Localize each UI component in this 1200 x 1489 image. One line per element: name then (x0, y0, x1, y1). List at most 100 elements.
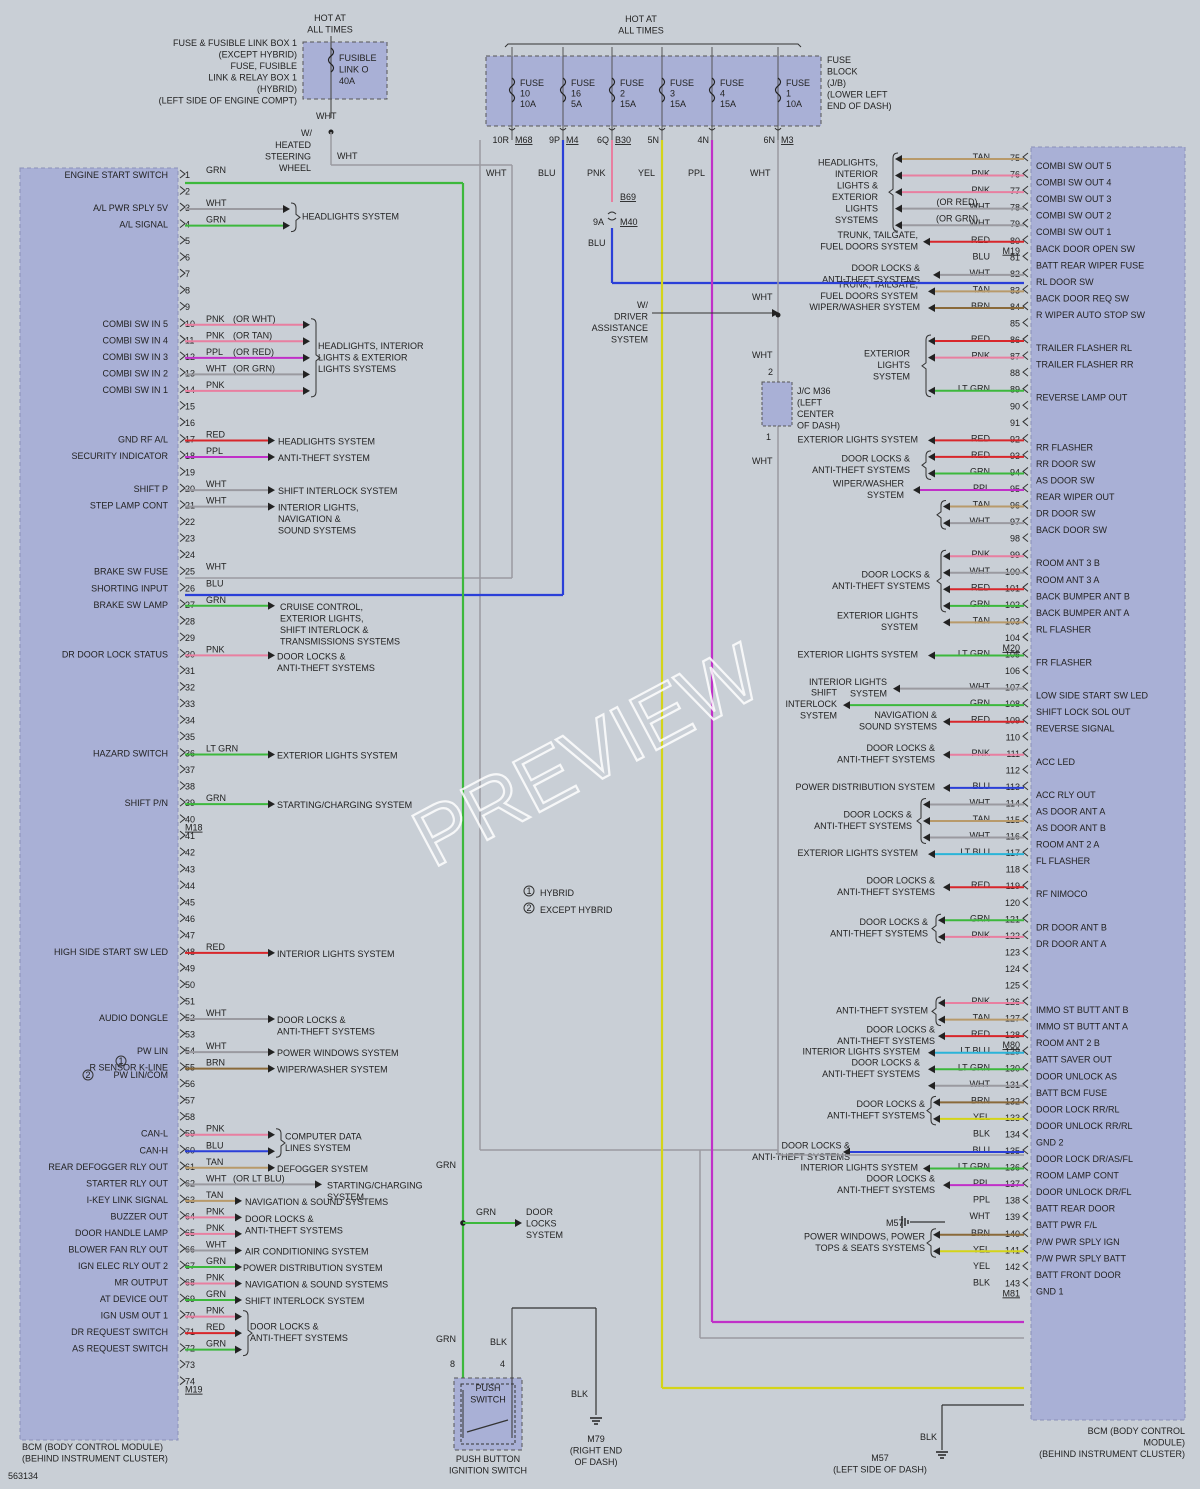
wire-alt-label: (OR WHT) (233, 314, 276, 324)
pin-number: 118 (1006, 865, 1020, 875)
wire-color-label: BRN (971, 301, 990, 311)
wire-color-label: GRN (436, 1334, 456, 1344)
arrow-icon (943, 568, 950, 577)
signal-label: A/L PWR SPLY 5V (93, 203, 168, 213)
connector-chevron-icon (658, 127, 666, 131)
pin-number: 22 (185, 517, 195, 527)
connector-chevron-icon (1022, 864, 1029, 874)
wire-color-label: PNK (971, 748, 990, 758)
wire-color-label: PNK (206, 380, 225, 390)
target-system-label: INTERIOR LIGHTS SYSTEM (277, 949, 395, 959)
wire-color-label: PNK (971, 549, 990, 559)
pin-number: 35 (185, 732, 195, 742)
signal-label: RL DOOR SW (1036, 277, 1094, 287)
connector-chevron-icon (1022, 1112, 1029, 1122)
signal-label: GND RF A/L (118, 434, 168, 444)
signal-label: CAN-L (141, 1129, 168, 1139)
connector-chevron-icon (179, 996, 186, 1005)
wire-color-label: GRN (970, 466, 990, 476)
pin-number: 51 (185, 997, 195, 1007)
arrow-icon (923, 817, 930, 825)
target-system-label: DOOR LOCKS &ANTI-THEFT SYSTEMS (822, 263, 920, 285)
arrow-icon (268, 1015, 275, 1024)
arrow-icon (235, 1196, 242, 1205)
pin-number: 5N (647, 135, 659, 145)
fuse-icon (608, 77, 616, 103)
arrow-icon (928, 287, 935, 296)
signal-label: DOOR UNLOCK DR/FL (1036, 1187, 1132, 1197)
arrow-icon (928, 303, 935, 312)
connector-chevron-icon (1022, 1261, 1029, 1271)
connector-chevron-icon (179, 566, 186, 576)
arrow-icon (928, 1048, 935, 1057)
legend-label: EXCEPT HYBRID (540, 905, 613, 915)
signal-label: RR DOOR SW (1036, 459, 1096, 469)
signal-label: COMBI SW IN 4 (102, 335, 168, 345)
wire-color-label: PPL (206, 446, 223, 456)
wire-color-label: WHT (337, 151, 358, 161)
wire-color-label: GRN (970, 698, 990, 708)
wire-color-label: WHT (752, 350, 773, 360)
connector-chevron-icon (774, 127, 782, 131)
arrow-icon (895, 221, 902, 230)
connector-chevron-icon (179, 1194, 186, 1204)
arrow-icon (928, 1065, 935, 1074)
connector-chevron-icon (179, 615, 186, 625)
wire-color-label: PNK (206, 1206, 225, 1216)
signal-label: GND 2 (1036, 1137, 1064, 1147)
connector-chevron-icon (1022, 467, 1029, 476)
signal-label: DR DOOR LOCK STATUS (62, 649, 168, 659)
target-system-label: DOOR LOCKS &ANTI-THEFT SYSTEMS (837, 1173, 935, 1195)
fuse-icon (658, 77, 666, 103)
arrow-icon (938, 1032, 945, 1041)
signal-label: TRAILER FLASHER RR (1036, 360, 1134, 370)
connector-chevron-icon (1022, 1278, 1029, 1287)
signal-label: DOOR HANDLE LAMP (75, 1228, 168, 1238)
pin-number: 142 (1005, 1262, 1020, 1272)
signal-label: RF NIMOCO (1036, 889, 1088, 899)
wire-color-label: GRN (206, 1256, 226, 1266)
signal-label: DR DOOR ANT B (1036, 922, 1107, 932)
connector-chevron-icon (179, 963, 186, 972)
wire-color-label: RED (971, 450, 991, 460)
connector-chevron-icon (179, 781, 186, 791)
signal-label: ACC RLY OUT (1036, 790, 1096, 800)
connector-chevron-icon (179, 318, 186, 328)
pin-number: 91 (1010, 418, 1020, 428)
connector-chevron-icon (1022, 218, 1029, 228)
arrow-icon (235, 1262, 242, 1271)
signal-label: SHIFT P (134, 484, 168, 494)
connector-chevron-icon (1022, 500, 1029, 509)
connector-chevron-icon (1022, 1029, 1029, 1039)
wire-color-label: TAN (973, 284, 990, 294)
wire-color-label: PNK (971, 185, 990, 195)
signal-label: COMBI SW OUT 4 (1036, 178, 1111, 188)
pin-number: 41 (185, 831, 195, 841)
signal-label: P/W PWR SPLY IGN (1036, 1237, 1120, 1247)
wire-color-label: BLU (972, 251, 990, 261)
connector-chevron-icon (1022, 251, 1029, 261)
wire-color-label: BLK (973, 1277, 990, 1287)
target-system-label: DOOR LOCKS &ANTI-THEFT SYSTEMS (837, 875, 935, 897)
target-system-label: ANTI-THEFT SYSTEM (278, 453, 370, 463)
signal-label: BACK BUMPER ANT B (1036, 591, 1130, 601)
signal-label: ROOM ANT 3 B (1036, 558, 1100, 568)
wire-color-label: WHT (752, 456, 773, 466)
signal-label: FR FLASHER (1036, 658, 1093, 668)
target-system-label: EXTERIOR LIGHTS SYSTEM (797, 848, 918, 858)
wire-color-label: BRN (971, 1095, 990, 1105)
arrow-icon (933, 1114, 940, 1123)
signal-label: BATT BCM FUSE (1036, 1088, 1107, 1098)
connector-chevron-icon (179, 252, 186, 262)
connector-chevron-icon (1022, 682, 1029, 691)
signal-label: REVERSE SIGNAL (1036, 724, 1115, 734)
brace (936, 500, 947, 530)
connector-chevron-icon (179, 1111, 186, 1121)
pin-number: 15 (185, 401, 195, 411)
connector-chevron-icon (179, 533, 186, 543)
